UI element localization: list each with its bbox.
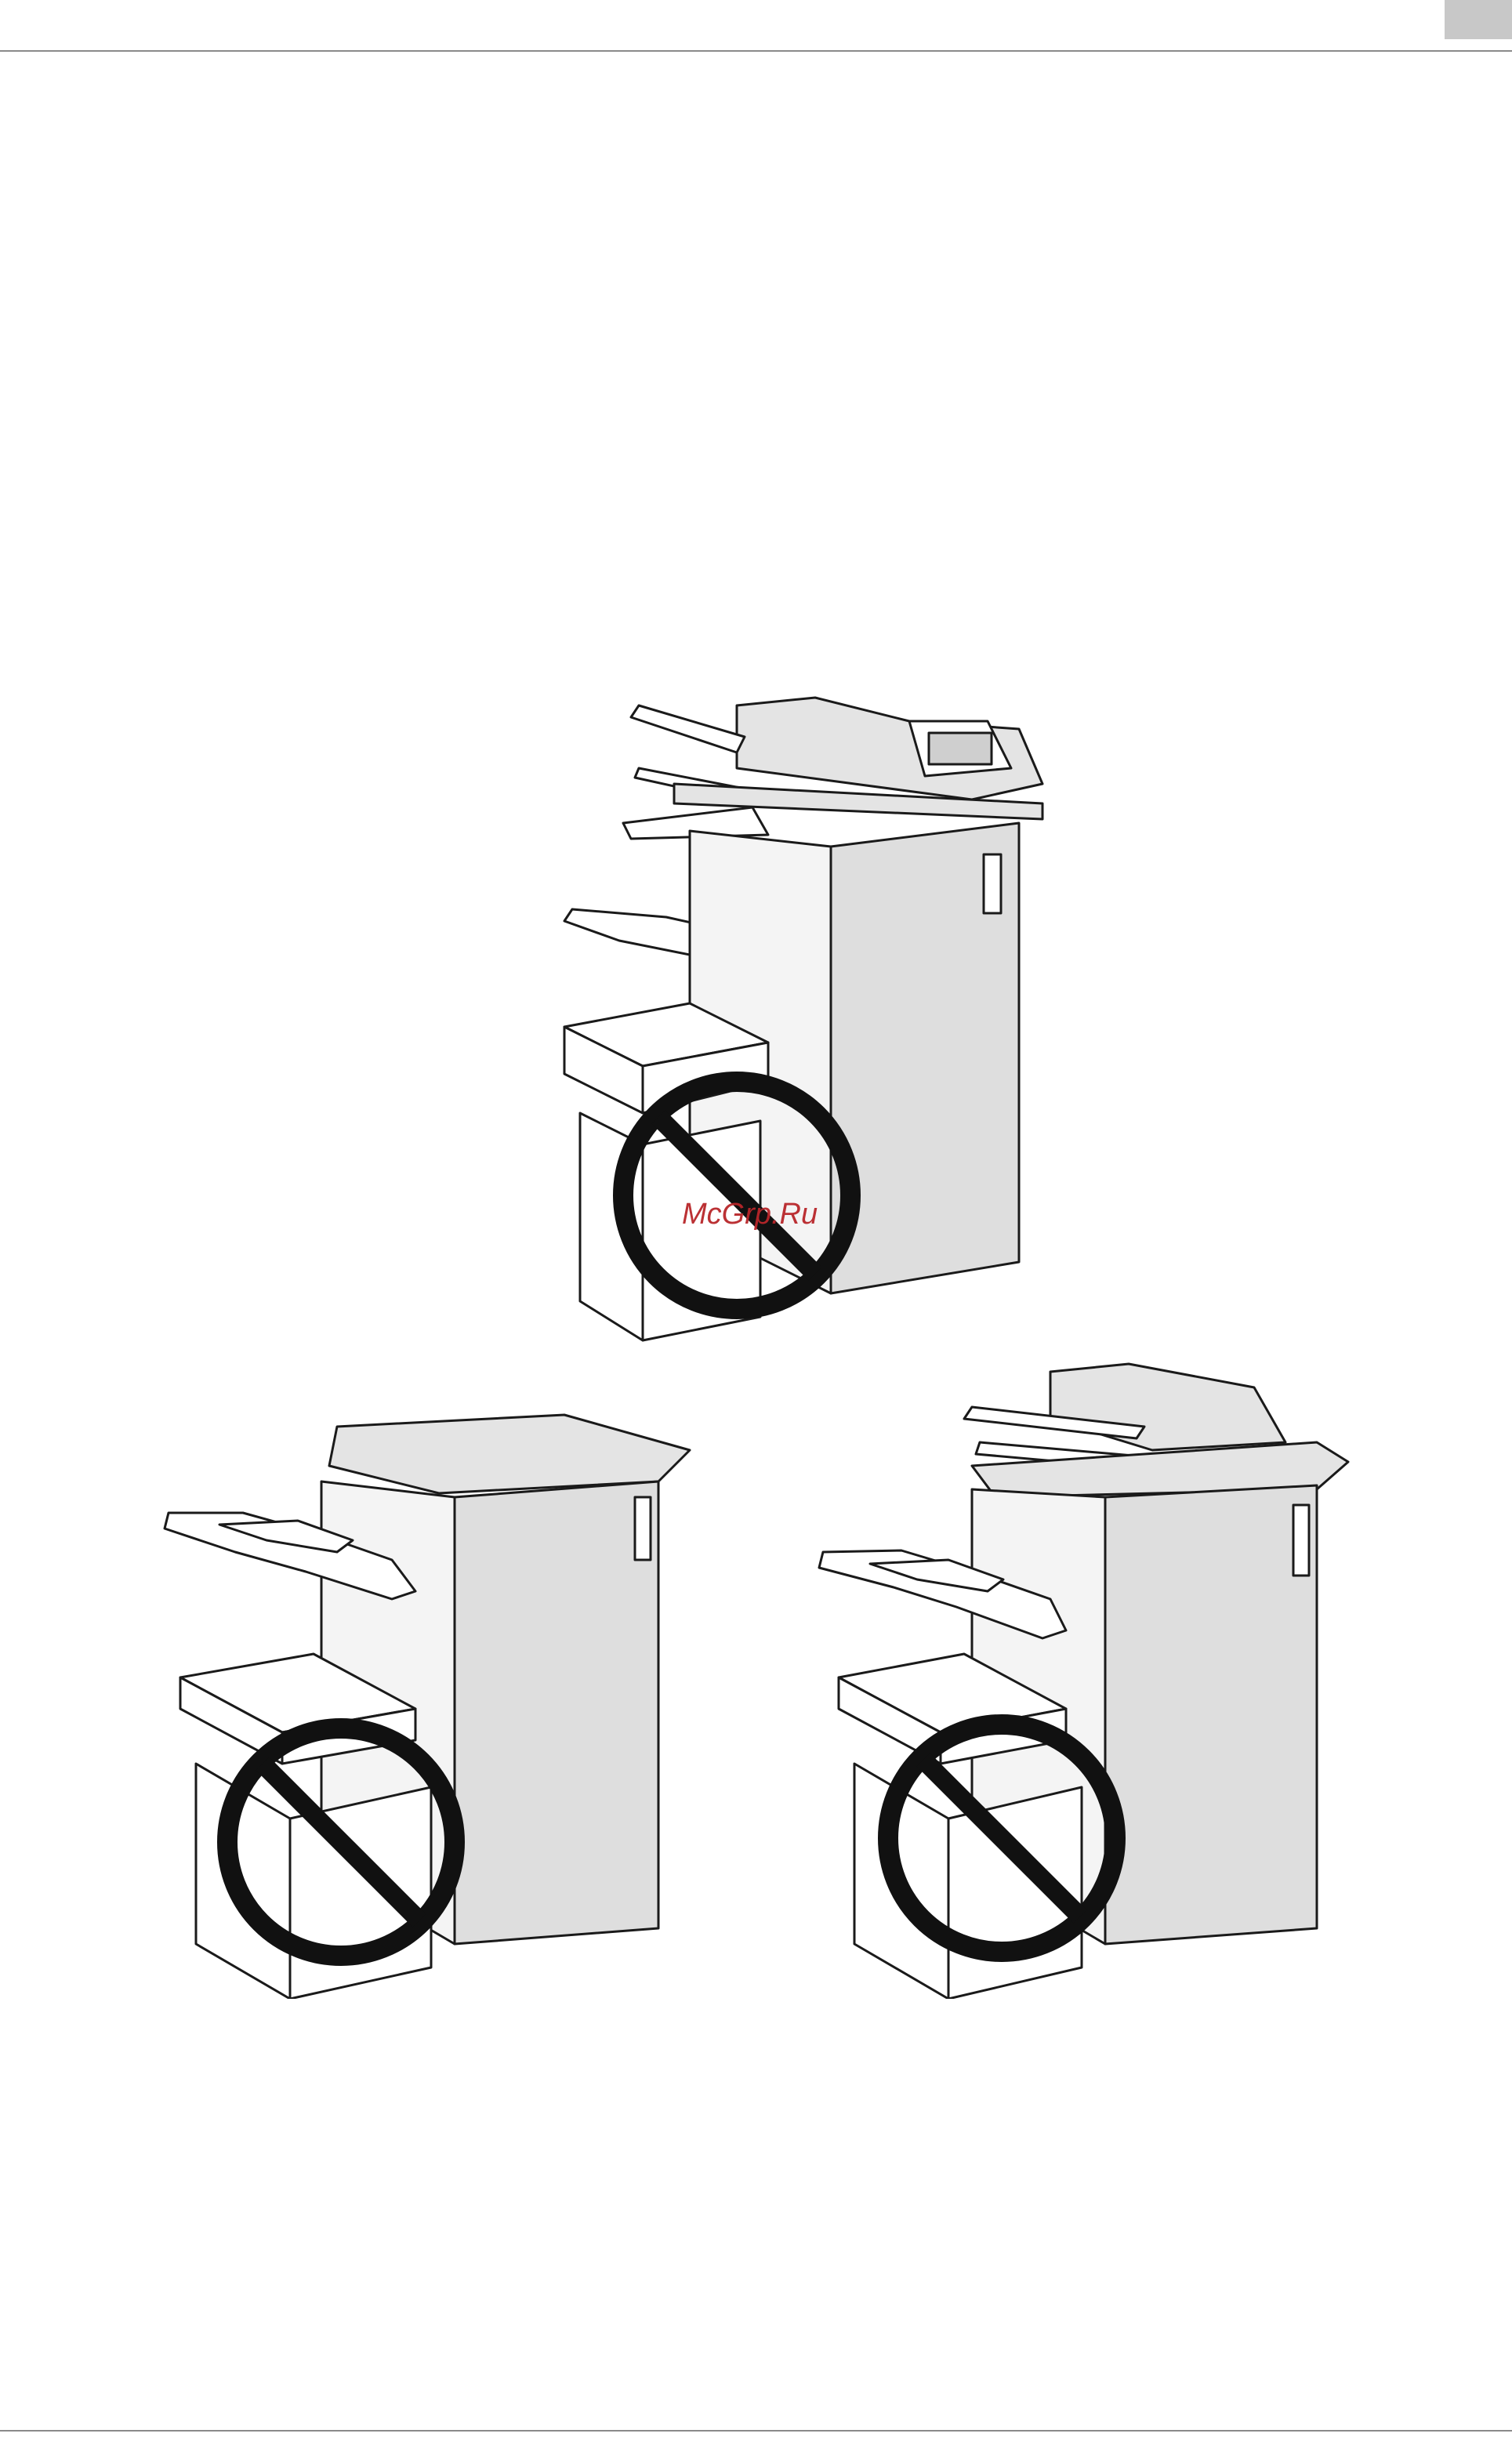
header-tab [1445,0,1512,39]
watermark-text: McGrp.Ru [682,1198,818,1231]
finisher-basic-illustration [157,1395,705,1999]
footer-rule [0,2430,1512,2432]
finisher-with-saddle-stitcher-illustration [502,674,1066,1348]
finisher-with-mailbin-illustration [815,1356,1364,1999]
header-rule [0,50,1512,52]
